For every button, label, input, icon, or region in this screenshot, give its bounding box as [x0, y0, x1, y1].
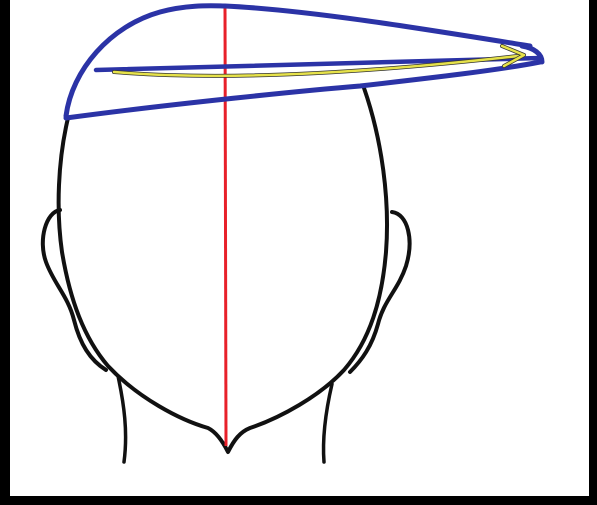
neck-right	[323, 384, 332, 462]
head-diagram	[10, 0, 589, 496]
drawing-canvas	[10, 0, 589, 496]
left-ear	[43, 210, 106, 370]
center-line	[225, 6, 226, 446]
neck-left	[118, 376, 126, 462]
head-outline	[59, 88, 387, 452]
